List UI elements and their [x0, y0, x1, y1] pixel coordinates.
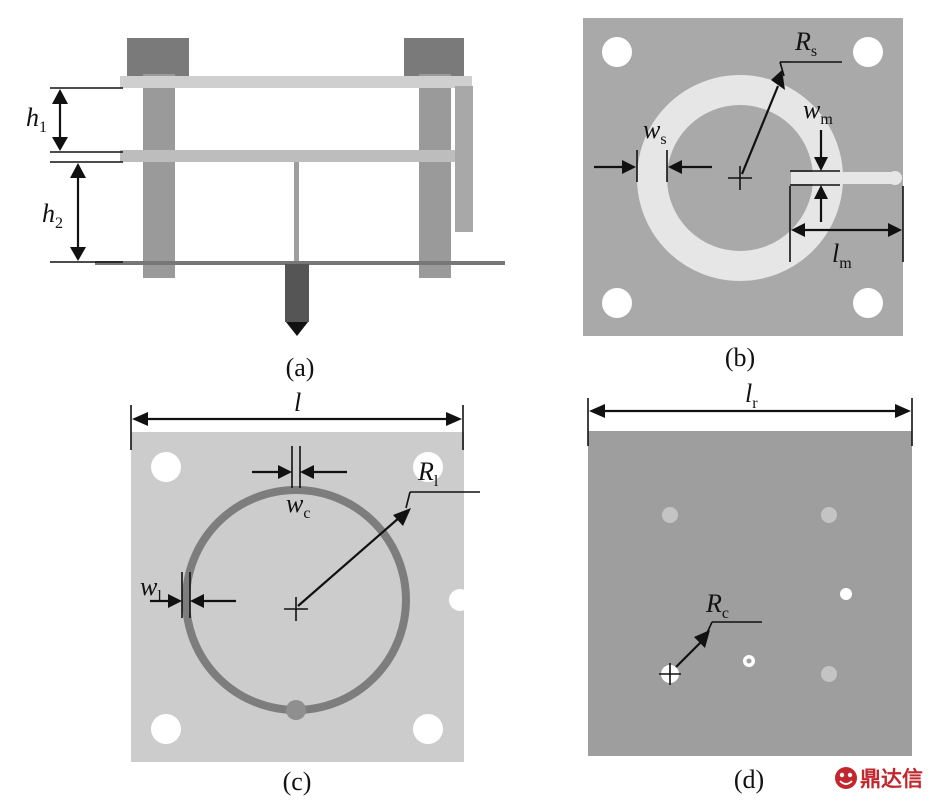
label-Rl: Rl [417, 457, 439, 490]
mount-hole-tr [853, 37, 883, 67]
post-cap-left [127, 38, 189, 76]
mount-hole-c-tr [413, 452, 443, 482]
label-l: l [294, 388, 301, 417]
label-wm: wm [803, 95, 833, 128]
via-d-right [840, 588, 852, 600]
microstrip-end [888, 171, 902, 185]
via-d-tl [662, 507, 678, 523]
caption-c: (c) [283, 767, 312, 796]
mount-hole-br [853, 288, 883, 318]
caption-d: (d) [734, 765, 764, 794]
panel-d-bottom-layer: lr Rc (d) [587, 379, 913, 794]
feed-pad-c [286, 700, 306, 720]
label-Rc: Rc [705, 589, 729, 622]
post-left [143, 74, 175, 278]
label-ws: ws [643, 115, 667, 148]
microstrip-line [791, 172, 897, 184]
label-h1: h1 [26, 103, 47, 136]
panel-c-middle-layer: l Rl wc wl (c) [130, 388, 480, 796]
panel-b-top-layer: Rs ws wm lm (b) [583, 18, 904, 372]
mount-hole-c-tl [151, 452, 181, 482]
side-plate [455, 86, 473, 232]
watermark-logo: 鼎达信 [835, 767, 923, 791]
substrate-d [588, 431, 912, 756]
down-arrow-icon [286, 322, 308, 336]
via-d-br [821, 666, 837, 682]
mount-hole-bl [602, 288, 632, 318]
label-lr: lr [745, 379, 758, 412]
coax-connector [285, 264, 309, 322]
top-board [120, 76, 472, 88]
label-wl: wl [140, 572, 162, 605]
ground-plane [95, 261, 505, 265]
watermark-icon [835, 767, 857, 789]
mount-hole-tl [602, 37, 632, 67]
post-right [419, 74, 451, 278]
label-Rs: Rs [794, 27, 817, 60]
watermark-text: 鼎达信 [860, 767, 923, 791]
label-h2: h2 [42, 199, 63, 232]
feed-probe [294, 162, 299, 262]
coax-pin-d [746, 658, 752, 664]
caption-a: (a) [286, 353, 315, 382]
panel-a-side-view: h1 h2 (a) [26, 38, 505, 382]
caption-b: (b) [725, 343, 755, 372]
label-wc: wc [286, 489, 310, 522]
middle-board [120, 150, 472, 162]
mount-hole-c-bl [151, 714, 181, 744]
post-cap-right [404, 38, 464, 76]
label-lm: lm [832, 239, 852, 272]
mount-hole-c-br [413, 714, 443, 744]
via-d-tr [821, 507, 837, 523]
mount-hole-c-right [449, 589, 471, 611]
